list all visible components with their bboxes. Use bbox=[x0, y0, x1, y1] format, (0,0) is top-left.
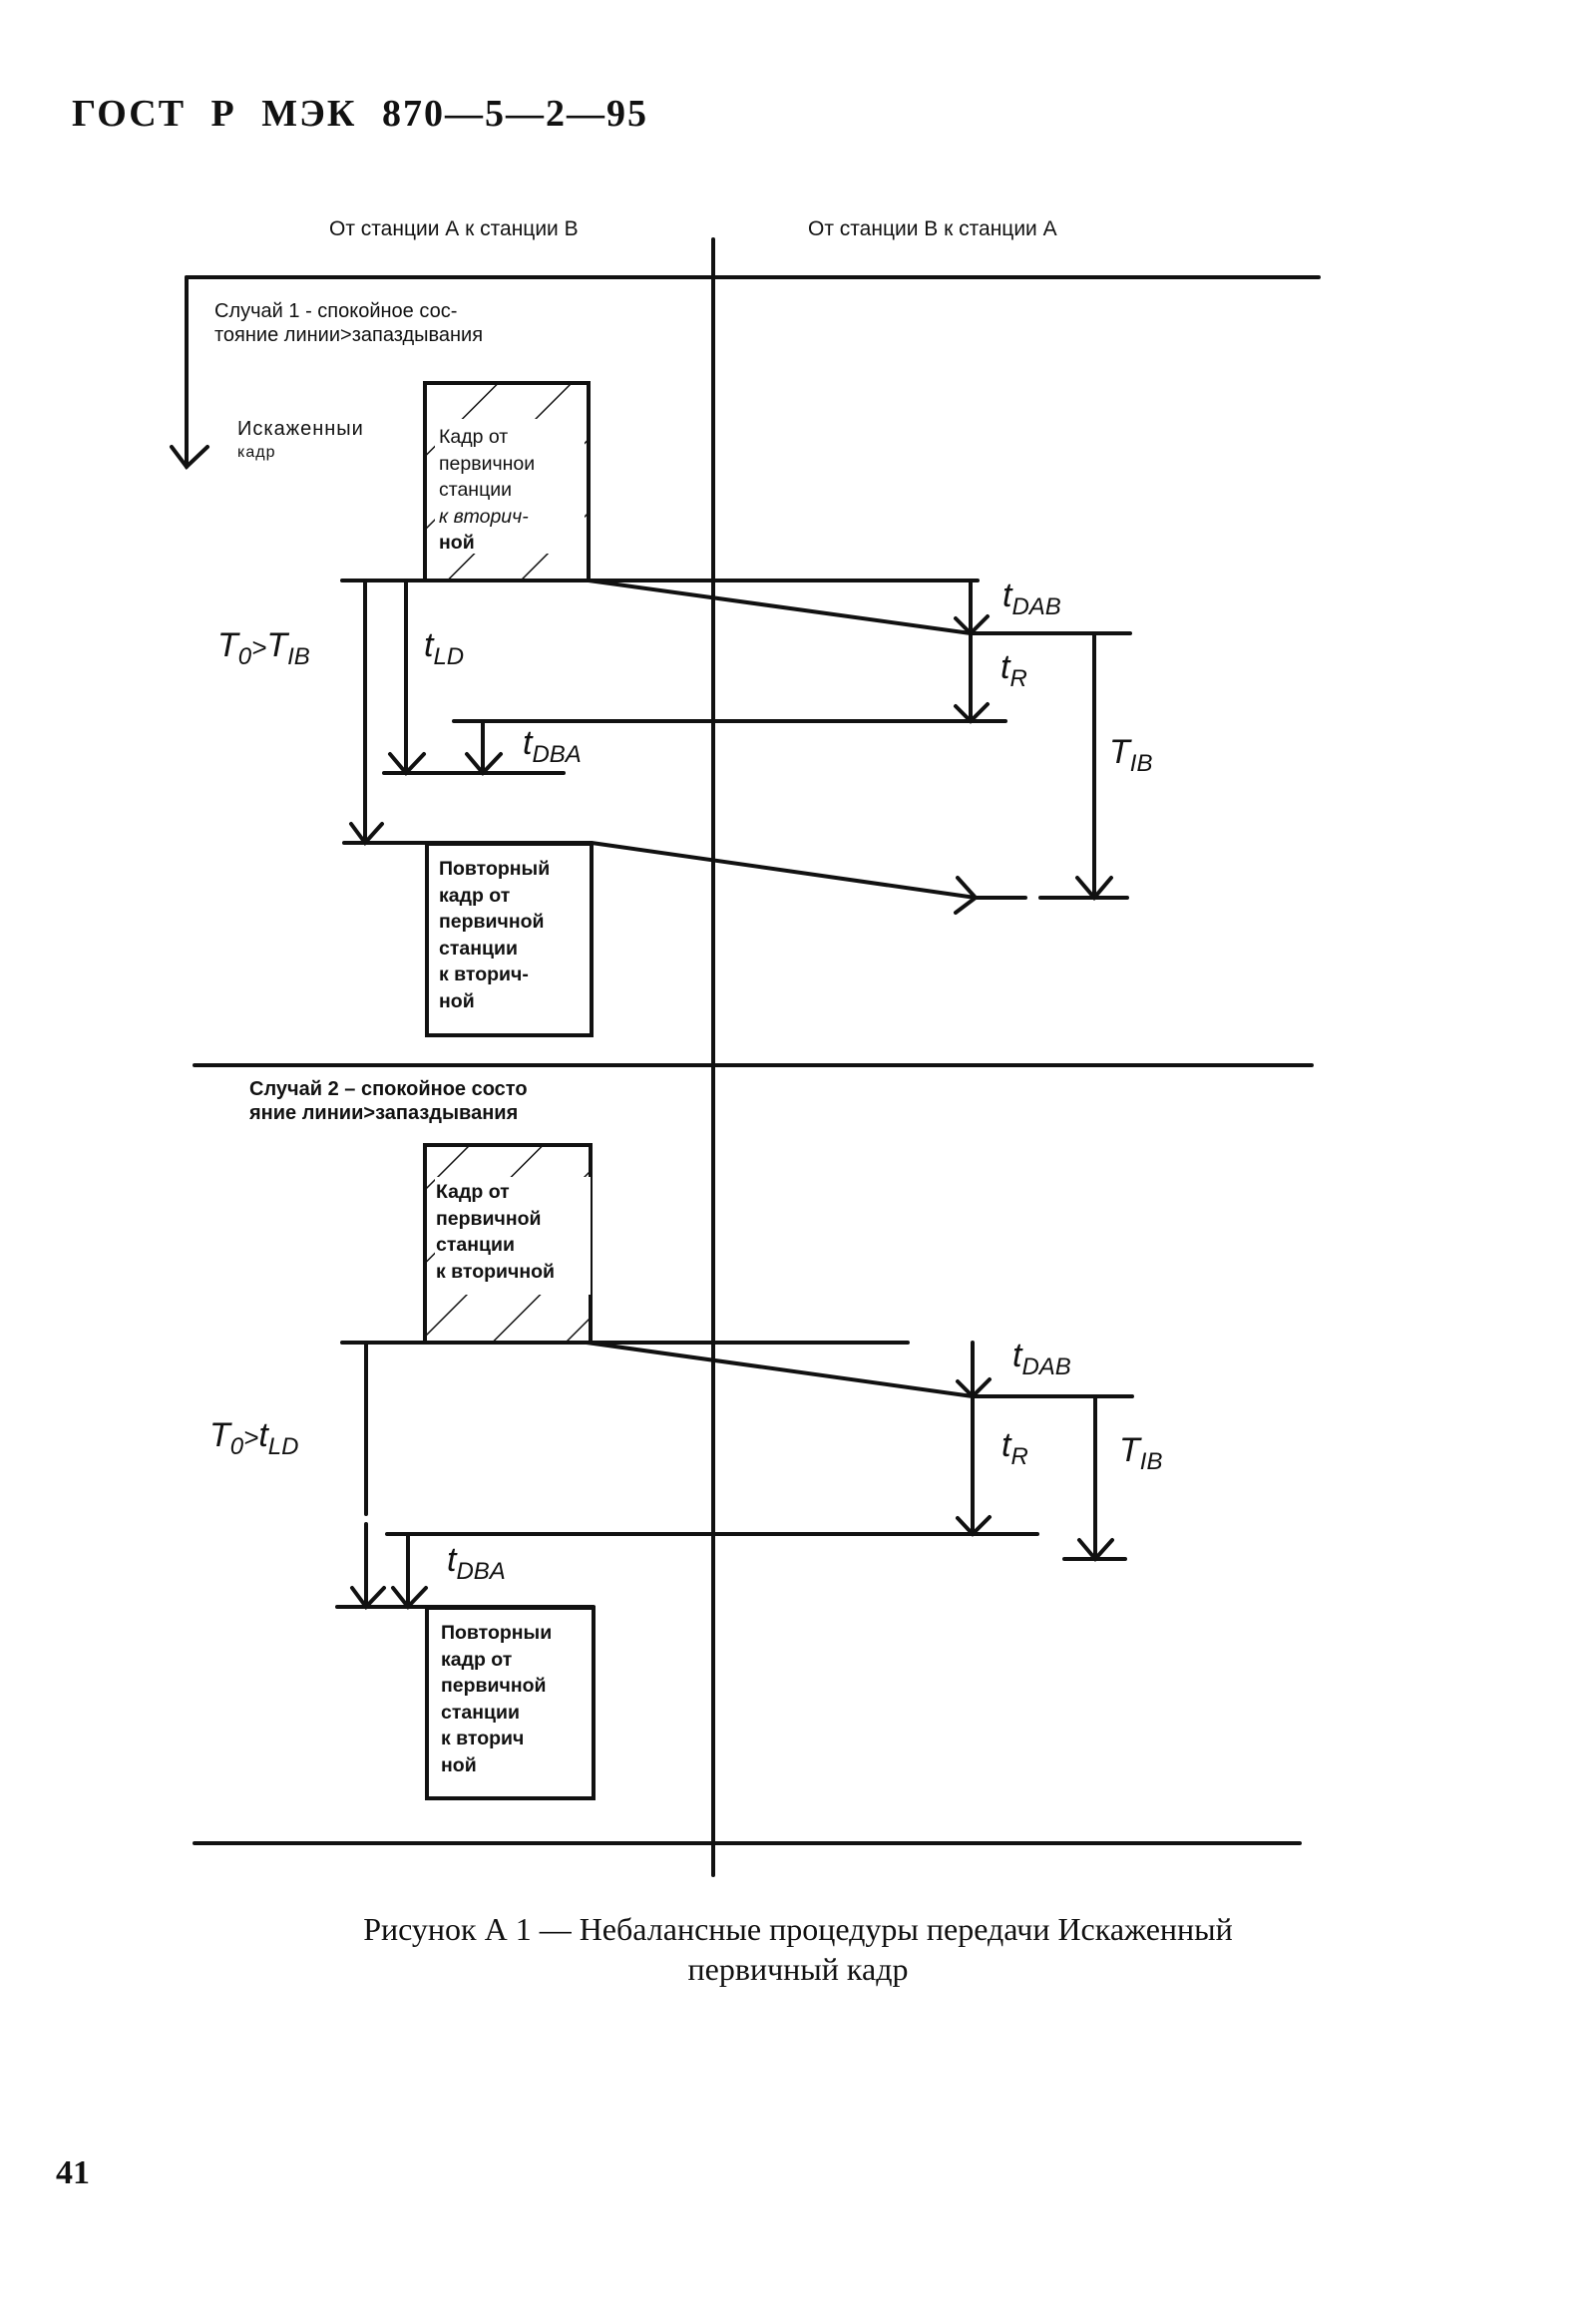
case1-repeat-frame-box bbox=[425, 842, 594, 1037]
case1-t-r-label: tR bbox=[1000, 648, 1027, 692]
column-header-b-to-a: От станции В к станции А bbox=[808, 217, 1057, 240]
case2-repeat-frame-text: Повторныи кадр от первичной станции к вт… bbox=[441, 1622, 553, 1776]
case1-t-dab-label: tDAB bbox=[1002, 577, 1061, 620]
case1-frame-slant bbox=[587, 579, 973, 635]
case2-t-ib-label: TIB bbox=[1119, 1431, 1163, 1475]
column-header-a-to-b: От станции А к станции В bbox=[329, 217, 579, 240]
case2-repeat-frame-box bbox=[425, 1606, 596, 1800]
case2-timeout-condition: T0>tLD bbox=[209, 1416, 299, 1460]
case1-repeat-frame-text: Повторный кадр от первичной станции к вт… bbox=[439, 858, 551, 1012]
distorted-frame-label: Искаженныи кадр bbox=[237, 418, 364, 461]
case2-t-dab-label: tDAB bbox=[1012, 1337, 1071, 1380]
case2-t-r-label: tR bbox=[1001, 1426, 1028, 1470]
case1-repeat-slant bbox=[590, 841, 978, 900]
arrowhead bbox=[170, 445, 209, 470]
figure-caption: Рисунок А 1 — Небалансные процедуры пере… bbox=[363, 1911, 1233, 1987]
case1-primary-frame-text: Кадр от первичнои станции к вторич- ной bbox=[439, 426, 536, 554]
case1-t-ib-label: TIB bbox=[1109, 733, 1153, 777]
case1-t-dba-label: tDBA bbox=[523, 724, 582, 768]
case2-frame-slant bbox=[585, 1341, 975, 1398]
document-header: ГОСТ Р МЭК 870—5—2—95 bbox=[72, 93, 648, 135]
case1-title: Случай 1 - спокойное сос- тояние линии>з… bbox=[214, 300, 484, 346]
case2-primary-frame-text: Кадр от первичной станции к вторичной bbox=[436, 1181, 556, 1283]
case2-title: Случай 2 – спокойное состо яние линии>за… bbox=[249, 1078, 528, 1124]
case1-timeout-condition: T0>TIB bbox=[217, 626, 310, 670]
case2-t-dba-label: tDBA bbox=[447, 1541, 506, 1585]
case1-t-ld-label: tLD bbox=[424, 626, 465, 670]
page-number: 41 bbox=[56, 2154, 90, 2191]
